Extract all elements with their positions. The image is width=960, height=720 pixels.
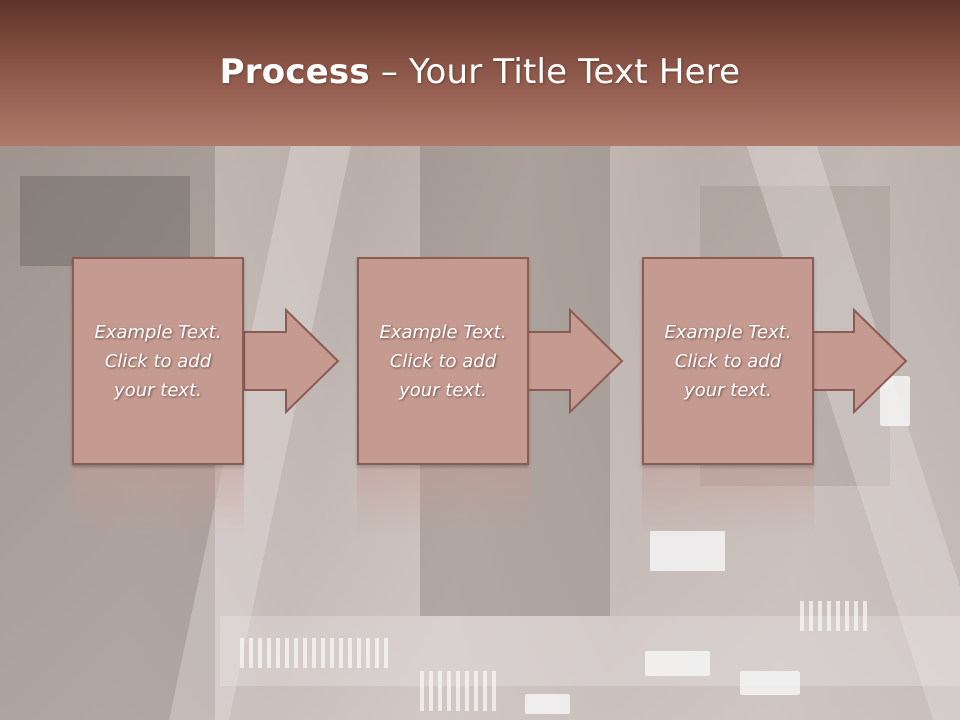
- step-box-1[interactable]: Example Text. Click to add your text.: [72, 257, 244, 465]
- slide-title[interactable]: Process – Your Title Text Here: [0, 52, 960, 92]
- step-box-3[interactable]: Example Text. Click to add your text.: [642, 257, 814, 465]
- step-2-arrow: [528, 308, 624, 414]
- step-reflection: [72, 467, 244, 537]
- title-separator: –: [369, 52, 410, 92]
- step-text[interactable]: Example Text. Click to add your text.: [94, 321, 222, 401]
- title-band: Process – Your Title Text Here: [0, 0, 960, 146]
- step-1-arrow: [244, 308, 340, 414]
- step-reflection: [642, 467, 814, 537]
- step-box-2[interactable]: Example Text. Click to add your text.: [357, 257, 529, 465]
- step-text[interactable]: Example Text. Click to add your text.: [379, 321, 507, 401]
- step-3-arrow: [812, 308, 908, 414]
- title-bold: Process: [219, 52, 370, 92]
- title-rest: Your Title Text Here: [409, 52, 741, 92]
- step-text[interactable]: Example Text. Click to add your text.: [664, 321, 792, 401]
- step-reflection: [357, 467, 529, 537]
